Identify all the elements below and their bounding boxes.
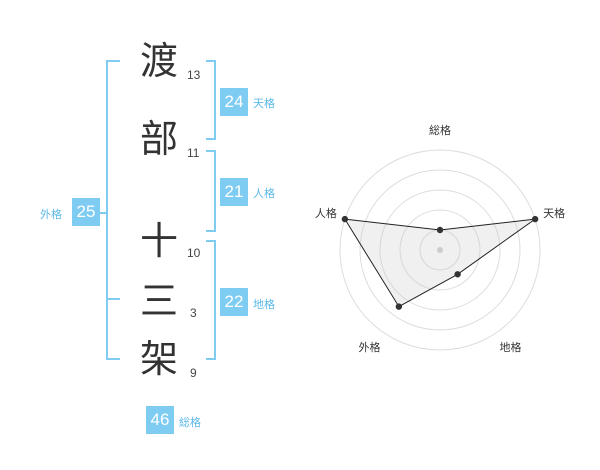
chi-bracket-bottom <box>206 358 216 360</box>
ten-value-badge: 24 <box>220 88 248 116</box>
radar-axis-label: 人格 <box>315 206 337 220</box>
outer-bracket-mid <box>106 298 120 300</box>
name-char-1: 渡 <box>140 39 179 83</box>
radar-point <box>395 303 403 310</box>
radar-polygon <box>343 218 536 308</box>
radar-axis-label: 外格 <box>358 340 380 354</box>
name-char-4: 三 <box>140 279 179 323</box>
outer-bracket-connector <box>100 212 106 214</box>
ten-bracket-vertical <box>214 60 216 140</box>
jin-bracket-vertical <box>214 150 216 232</box>
jin-label: 人格 <box>253 187 275 200</box>
jin-bracket-bottom <box>206 230 216 232</box>
ten-bracket-top <box>206 60 216 62</box>
ten-label: 天格 <box>253 97 275 110</box>
radar-ring <box>399 209 481 291</box>
stroke-count-5: 9 <box>190 366 197 380</box>
sou-value-badge: 46 <box>146 406 174 434</box>
radar-point <box>436 226 444 234</box>
radar-axis-label: 地格 <box>500 340 522 354</box>
gai-value-badge: 25 <box>72 198 100 226</box>
stroke-count-3: 10 <box>187 246 201 260</box>
radar-axis-label: 天格 <box>543 206 565 220</box>
radar-rings <box>339 149 541 351</box>
radar-ring <box>359 169 521 331</box>
chi-bracket-top <box>206 240 216 242</box>
gai-label: 外格 <box>40 208 62 221</box>
stroke-count-2: 11 <box>187 146 200 160</box>
radar-point <box>454 271 461 278</box>
radar-points <box>341 215 539 310</box>
radar-ring <box>379 189 501 311</box>
jin-bracket-top <box>206 150 216 152</box>
stroke-count-4: 3 <box>190 306 197 320</box>
outer-bracket-top <box>106 60 120 62</box>
ten-bracket-bottom <box>206 138 216 140</box>
jin-value-badge: 21 <box>220 178 248 206</box>
name-char-3: 十 <box>140 219 179 263</box>
radar-point <box>531 215 539 223</box>
stroke-count-1: 13 <box>187 68 201 82</box>
chi-bracket-vertical <box>214 240 216 360</box>
outer-bracket-bottom <box>106 358 120 360</box>
radar-ring <box>339 149 541 351</box>
chi-label: 地格 <box>253 298 275 311</box>
radar-center <box>437 247 443 253</box>
sou-label: 総格 <box>179 416 201 429</box>
radar-point <box>341 215 349 223</box>
chi-value-badge: 22 <box>220 288 248 316</box>
name-char-2: 部 <box>140 117 179 161</box>
name-char-5: 架 <box>140 337 179 381</box>
radar-axis-label: 総格 <box>429 123 451 137</box>
outer-bracket-vertical <box>106 60 108 360</box>
